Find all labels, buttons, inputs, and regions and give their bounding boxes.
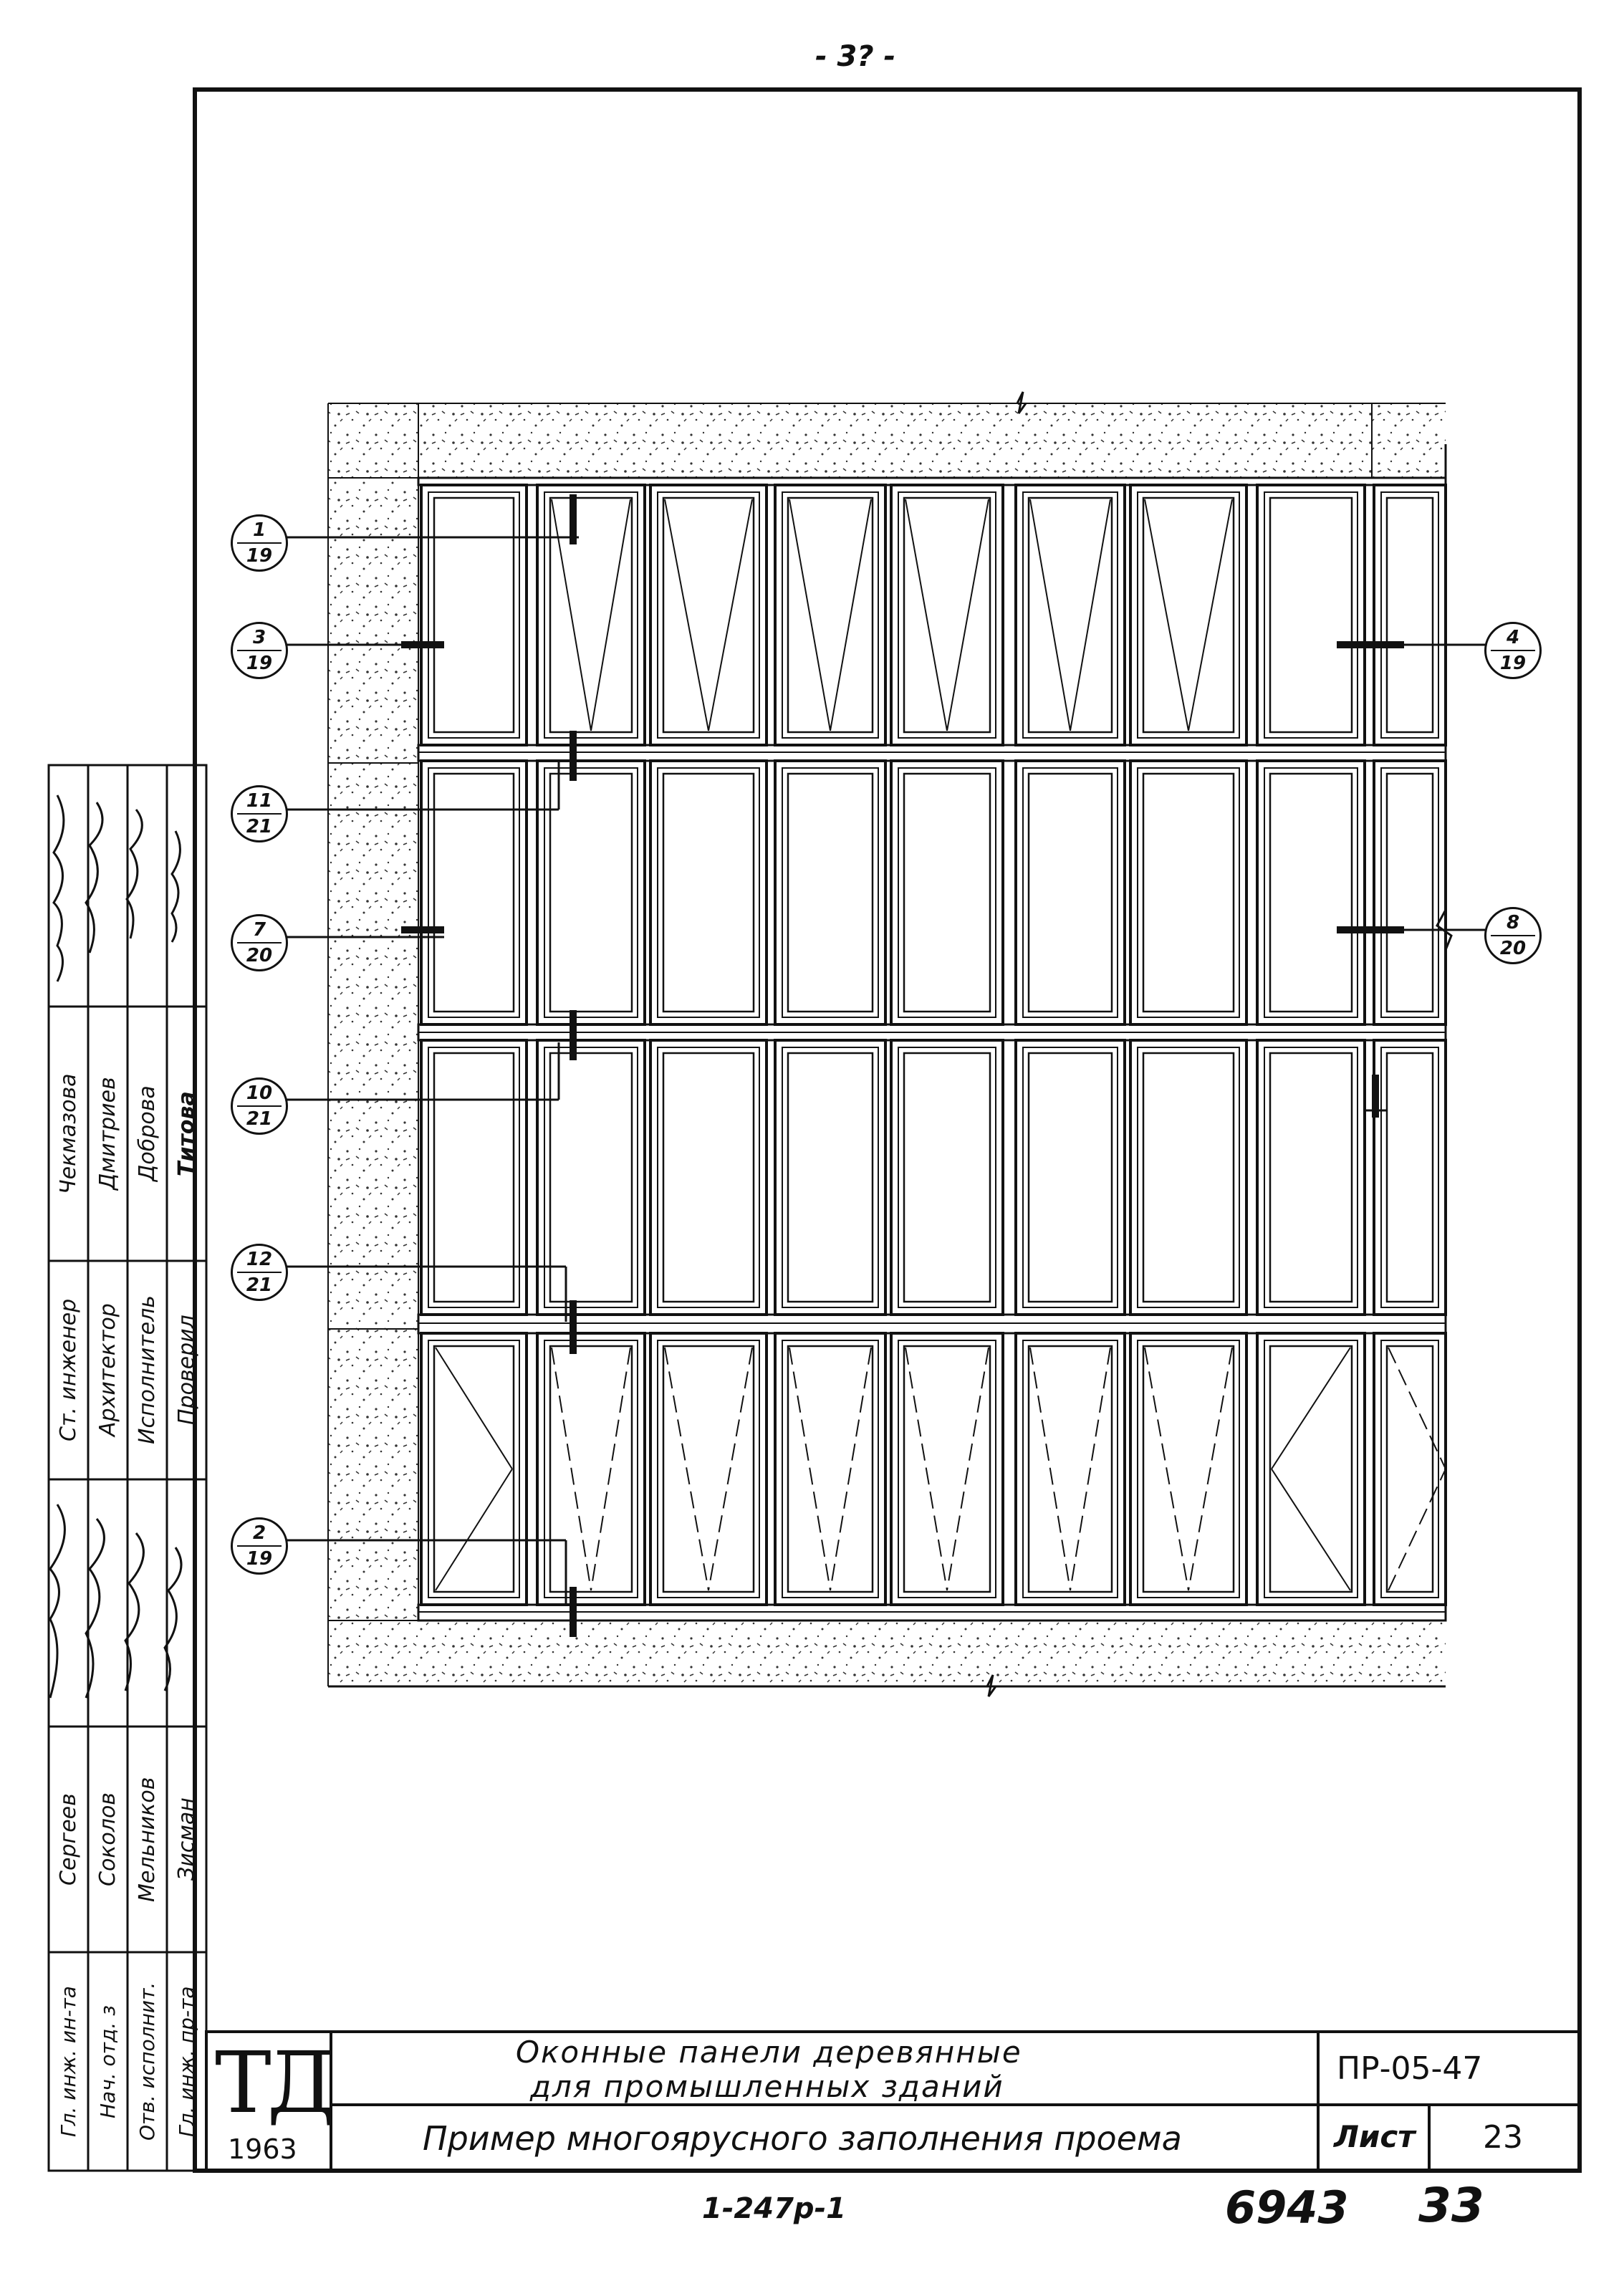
callout-number: 12 (237, 1246, 282, 1273)
stamp-name-3: Доброва (135, 1085, 160, 1182)
callout-number: 11 (237, 787, 282, 815)
callout-number: 1 (237, 517, 282, 544)
series-code: 1-247р-1 (702, 2192, 846, 2225)
stamp-name-4: Титова (174, 1091, 199, 1176)
callout-sheet: 21 (246, 816, 273, 837)
logo: ТД (215, 2033, 336, 2132)
callout-sheet: 20 (1499, 938, 1527, 959)
signatures (49, 794, 183, 1699)
sheet-number: 23 (1483, 2119, 1523, 2156)
callout-sheet: 20 (246, 945, 273, 966)
section-marks (401, 494, 1404, 1637)
title-line-1: Оконные панели деревянные (516, 2035, 1022, 2070)
concrete-fill (327, 391, 1446, 1697)
stamp-role-8: Гл. инж. пр-та (175, 1986, 198, 2137)
stamp-name-7: Мельников (135, 1777, 160, 1902)
subtitle: Пример многоярусного заполнения проема (423, 2119, 1182, 2158)
callout-number: 10 (237, 1080, 282, 1107)
stamp-role-3: Исполнитель (135, 1295, 160, 1445)
callout-number: 3 (237, 624, 282, 651)
stamp-role-2: Архитектор (95, 1303, 120, 1437)
callout-sheet: 19 (246, 545, 273, 567)
stamp-name-5: Сергеев (56, 1793, 81, 1886)
year: 1963 (228, 2133, 297, 2165)
top-page-number: - 3? - (815, 40, 896, 73)
title-block-grid (205, 2030, 1581, 2172)
callout-sheet: 19 (1499, 653, 1527, 674)
archive-number: 6943 (1225, 2181, 1349, 2234)
stamp-role-5: Гл. инж. ин-та (57, 1986, 80, 2137)
callout-sheet: 21 (246, 1108, 273, 1130)
stamp-role-7: Отв. исполнит. (135, 1982, 159, 2141)
stamp-role-1: Ст. инженер (56, 1298, 81, 1442)
archive-sheet: 33 (1418, 2178, 1484, 2233)
callout-sheet: 19 (246, 1548, 273, 1570)
stamp-role-4: Проверил (174, 1315, 199, 1426)
callout-number: 4 (1491, 624, 1535, 651)
stamp-name-2: Дмитриев (95, 1077, 120, 1191)
stamp-name-8: Зисман (174, 1797, 199, 1881)
callout-sheet: 21 (246, 1274, 273, 1296)
sash-grid (420, 444, 1453, 1620)
title-line-2: для промышленных зданий (530, 2069, 1004, 2104)
stamp-name-1: Чекмазова (56, 1073, 81, 1194)
stamp-grid (47, 764, 208, 2172)
stamp-role-6: Нач. отд. з (96, 2004, 120, 2118)
callout-number: 8 (1491, 909, 1535, 936)
sheet-label: Лист (1334, 2119, 1416, 2154)
callout-number: 2 (237, 1519, 282, 1547)
stamp-name-6: Соколов (95, 1792, 120, 1886)
leader-lines (284, 536, 1491, 1605)
drawing-code: ПР-05-47 (1337, 2050, 1483, 2087)
callout-sheet: 19 (246, 653, 273, 674)
callout-number: 7 (237, 916, 282, 943)
